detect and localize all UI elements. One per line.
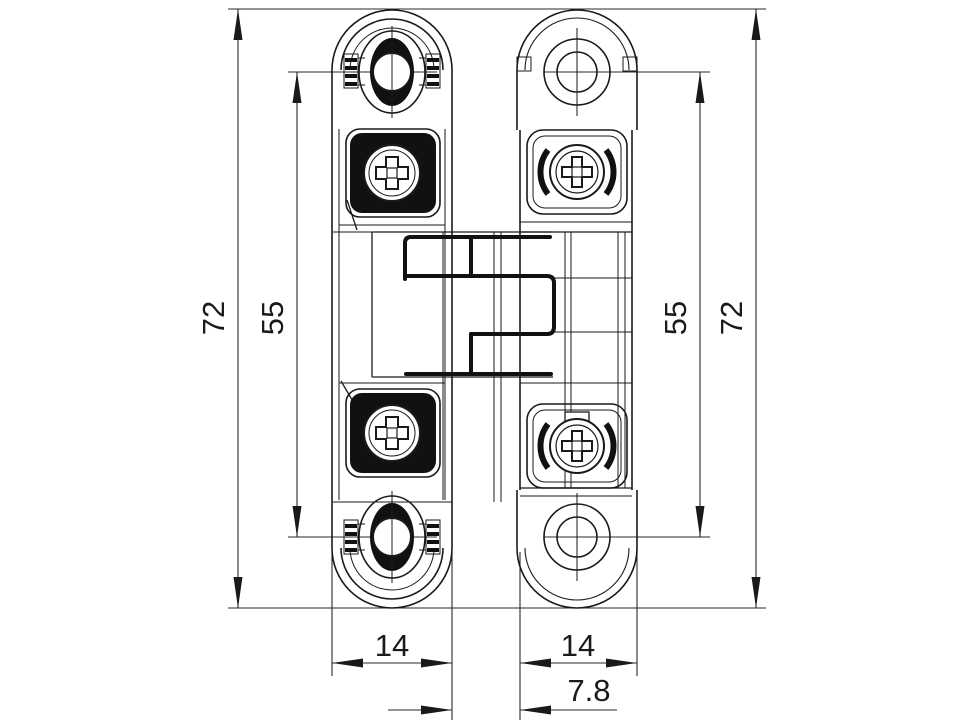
link-heavy-c xyxy=(403,274,556,336)
hinge-left-leaf xyxy=(331,9,502,609)
right-top-cap-arc-inner xyxy=(524,17,630,71)
phillips-center xyxy=(571,440,583,452)
arrow-right xyxy=(421,658,452,668)
right-bottom-cap-arc-inner xyxy=(524,547,630,601)
pocket-shadow xyxy=(537,422,551,470)
screw-pocket-inner xyxy=(532,135,622,209)
phillips-cross-icon xyxy=(375,416,409,450)
shoulder-notch xyxy=(622,56,638,72)
dim-label-55-left: 55 xyxy=(255,301,290,335)
phillips-cross-icon xyxy=(375,156,409,190)
pocket-shadow xyxy=(603,422,617,470)
dim-label-14-left: 14 xyxy=(375,628,409,663)
left-bottom-cap-arc-inner xyxy=(340,547,444,600)
dim-label-72-right: 72 xyxy=(714,301,749,335)
pocket-shadow xyxy=(537,148,551,196)
right-top-cap-arc xyxy=(516,9,638,71)
left-top-cap-arc-inner xyxy=(340,18,444,71)
dimension-arrowheads xyxy=(233,9,761,715)
screw-pocket-outline xyxy=(526,403,628,489)
screw-head-ring xyxy=(555,150,599,194)
left-bottom-cap-arc xyxy=(331,547,453,609)
thread-tab xyxy=(343,53,359,89)
dim-label-72-left: 72 xyxy=(196,301,231,335)
phillips-center xyxy=(386,427,398,439)
arrow-right xyxy=(421,705,452,715)
link-heavy-top-hook xyxy=(403,235,552,281)
arrow-right xyxy=(606,658,637,668)
dim-label-7-8: 7.8 xyxy=(567,673,610,708)
screw-pocket-inner xyxy=(532,409,622,483)
pocket-shadow xyxy=(603,148,617,196)
screw-head-ring xyxy=(368,149,416,197)
left-top-cap-arc xyxy=(331,9,453,71)
screw-pocket-outline xyxy=(345,128,441,218)
hinge-right-leaf xyxy=(516,9,638,609)
thread-tab-bars xyxy=(345,58,439,552)
screw-pocket-outline xyxy=(345,388,441,478)
arrow-down xyxy=(233,577,243,608)
arrow-left xyxy=(520,705,551,715)
phillips-center xyxy=(571,166,583,178)
arrow-up xyxy=(292,72,302,103)
thread-tab xyxy=(343,519,359,555)
arrow-down xyxy=(292,506,302,537)
hinge-link xyxy=(371,231,632,378)
screw-head-ring xyxy=(555,424,599,468)
arrow-left xyxy=(332,658,363,668)
dim-label-14-right: 14 xyxy=(561,628,595,663)
screw-pocket-outline xyxy=(526,129,628,215)
arrow-down xyxy=(695,506,705,537)
dimension-lines xyxy=(228,8,766,720)
shoulder-notch xyxy=(516,56,532,72)
right-bottom-cap-arc xyxy=(516,547,638,609)
thread-tab xyxy=(425,53,441,89)
phillips-center xyxy=(386,167,398,179)
clamp-lines xyxy=(358,57,426,551)
screw-head-ring xyxy=(368,409,416,457)
arrow-down xyxy=(751,577,761,608)
thread-tab xyxy=(425,519,441,555)
arrow-up xyxy=(695,72,705,103)
arrow-up xyxy=(233,9,243,40)
left-bottom-cap-arc-inner2 xyxy=(349,547,435,591)
arrow-left xyxy=(520,658,551,668)
arrow-up xyxy=(751,9,761,40)
dimension-labels: 72 55 55 72 14 14 7.8 xyxy=(196,301,749,708)
dim-label-55-right: 55 xyxy=(658,301,693,335)
